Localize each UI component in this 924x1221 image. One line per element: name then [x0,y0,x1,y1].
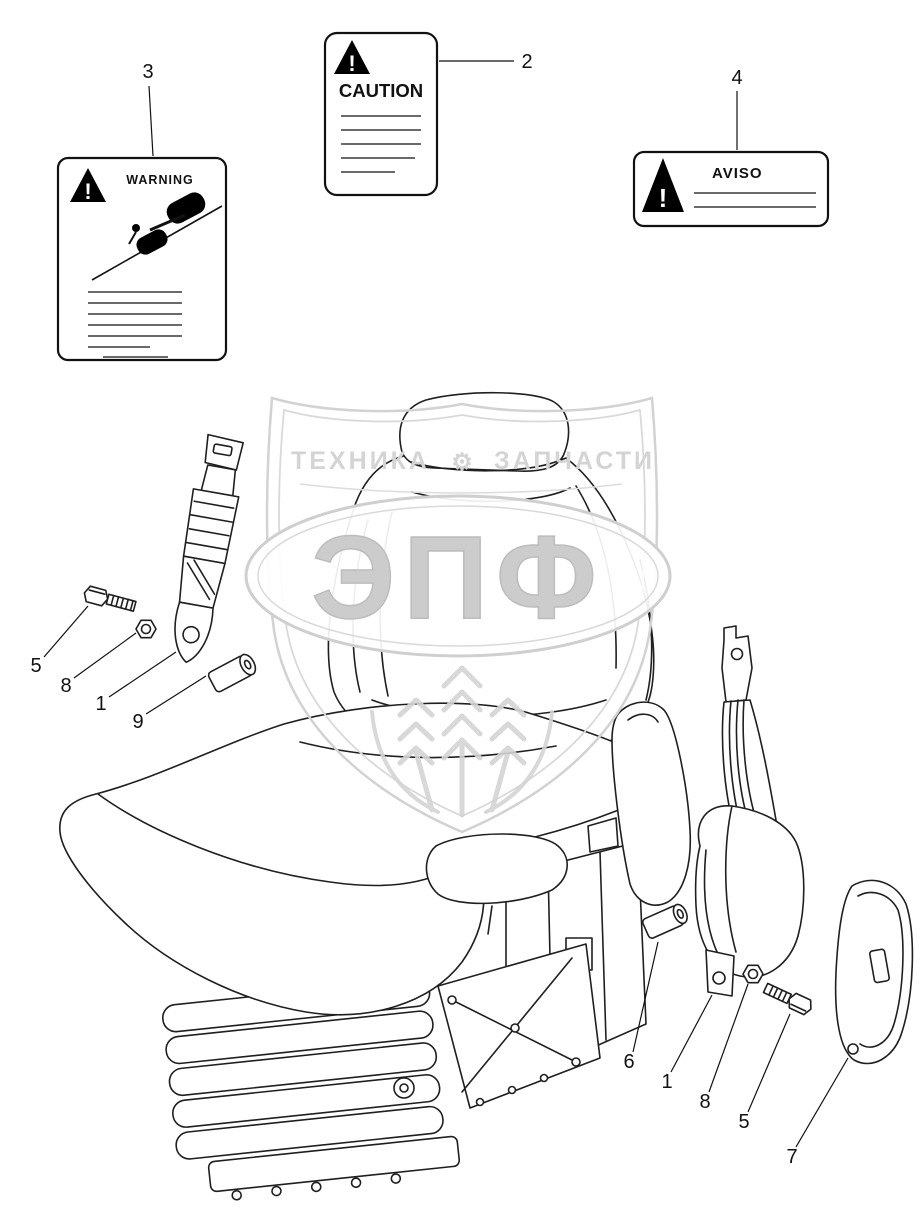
center-armrest [425,833,568,935]
belt-guide-cover [834,879,914,1065]
caution-label: ! CAUTION [323,31,439,197]
roller [393,1077,415,1099]
aviso-triangle-icon [642,158,684,212]
watermark-text-left: ТЕХНИКА [291,447,430,475]
warning-pictogram [91,192,223,281]
warning-icon-glyph: ! [84,179,91,204]
callout-left-8: 8 [60,675,71,697]
callout-left-5: 5 [30,655,41,677]
caution-icon-glyph: ! [348,51,355,76]
seat-belt-retractor [694,625,805,997]
callout-caution: 2 [521,51,532,73]
aviso-label-title: AVISO [712,165,763,182]
callout-left-1: 1 [95,693,106,715]
seat-belt-buckle [174,433,244,664]
bolt-left [83,585,137,612]
callout-leader-lines [43,60,849,1148]
right-armrest [611,701,692,906]
watermark-shield-outer [265,396,659,834]
spacer-right [641,903,688,939]
watermark-logo-text: ЭПФ [311,512,604,644]
callout-right-6: 6 [623,1051,634,1073]
seat-illustration [59,391,692,1201]
callout-aviso: 4 [731,67,742,89]
aviso-text-lines [694,192,816,208]
watermark-text-right: ЗАПЧАСТИ [494,447,655,475]
right-hardware [641,625,914,1065]
callout-right-5: 5 [738,1111,749,1133]
warning-label: ! WARNING [56,156,228,362]
warning-label-title: WARNING [126,173,193,187]
caution-text-lines [341,115,421,173]
watermark: ТЕХНИКА ⚙ ЗАПЧАСТИ ЭПФ [244,396,672,834]
warning-text-lines [88,291,182,358]
gear-icon: ⚙ [451,449,473,476]
callout-right-8: 8 [699,1091,710,1113]
nut-right [742,964,764,984]
callout-warning: 3 [142,61,153,83]
base-plate [207,1135,461,1193]
caution-label-title: CAUTION [339,80,423,101]
suspension-linkage [393,943,601,1109]
spacer-left [207,653,257,693]
aviso-label: ! AVISO [632,150,830,228]
watermark-logo-ellipse [244,494,672,658]
nut-left [135,619,157,639]
callout-right-1: 1 [661,1071,672,1093]
seat-cushion [59,702,660,1016]
callout-numbers: 2 3 4 5 8 1 9 6 1 8 5 7 [30,51,797,1168]
aviso-icon-glyph: ! [659,183,668,213]
caution-triangle-icon [334,40,370,74]
warning-triangle-icon [70,168,106,202]
wheat-icon [370,665,554,818]
bolt-right [762,982,812,1016]
callout-left-9: 9 [132,711,143,733]
callout-right-7: 7 [786,1146,797,1168]
left-hardware [83,433,257,693]
